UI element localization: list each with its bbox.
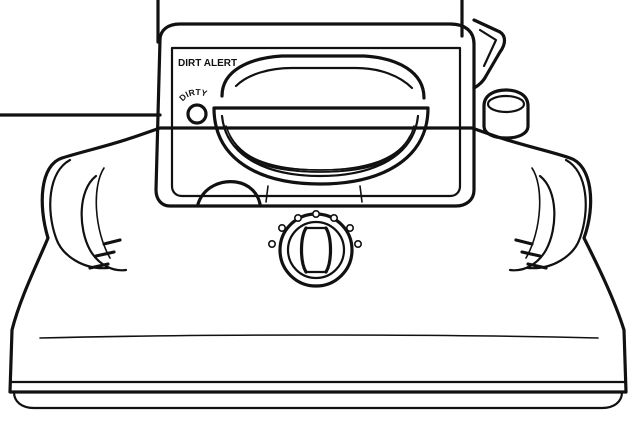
right-vent-slot [526,262,548,270]
left-vent-slot [102,238,122,246]
vacuum-base [8,126,628,410]
dirty-indicator-light [186,103,208,125]
height-adjust-knob[interactable] [278,212,354,288]
base-outline [8,126,628,394]
upper-housing [154,0,476,208]
setting-dot [345,224,354,233]
right-vent-slot [514,238,534,246]
cord-hook-cap [482,88,530,140]
right-wheel-cover [508,158,587,272]
setting-dot [277,224,286,233]
dirt-cup [212,54,430,186]
base-panel-line [39,334,599,339]
dirt-alert-label: DIRT ALERT [178,58,237,69]
height-setting-dots [267,210,362,249]
dirty-label-path: DIRTY [177,87,209,103]
housing-inner-panel [170,46,462,198]
base-bottom-edge [12,390,624,410]
setting-dot [293,214,302,223]
dirt-cup-lid [220,54,426,100]
dirt-cup-body [212,106,430,186]
dirt-alert-indicator [186,103,208,125]
housing-outline [154,22,476,208]
right-vent-slot [520,250,542,258]
left-wheel-cover [49,158,128,272]
left-vent-slot [88,262,110,270]
dirty-label: DIRTY [177,87,209,103]
setting-dot [267,240,276,249]
handle-release-clip [472,18,507,90]
left-vent-slot [94,250,116,258]
setting-dot [329,214,338,223]
housing-notch [196,180,262,206]
setting-dot [311,210,320,219]
setting-dot [353,240,362,249]
